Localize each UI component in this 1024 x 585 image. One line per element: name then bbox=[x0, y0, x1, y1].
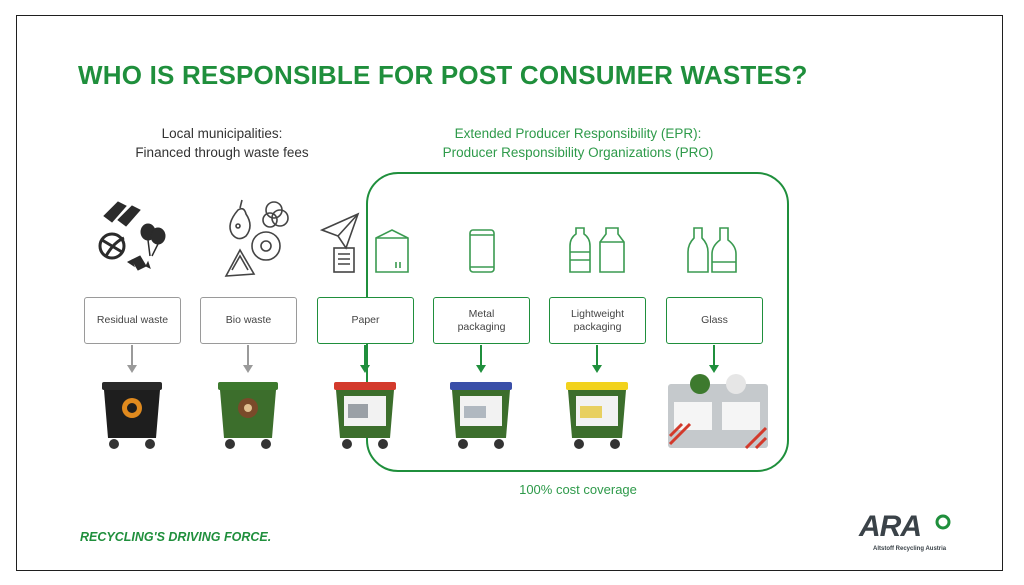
glass-icon bbox=[687, 227, 737, 273]
metal-packaging-icon bbox=[469, 229, 495, 273]
bio-waste-bin bbox=[218, 382, 278, 449]
epr-header: Extended Producer Responsibility (EPR): … bbox=[418, 124, 738, 162]
cost-coverage-note: 100% cost coverage bbox=[519, 482, 637, 497]
lightweight-packaging-icon bbox=[569, 227, 625, 273]
residual-waste-label-text: Residual waste bbox=[96, 314, 169, 326]
residual-waste-arrow bbox=[127, 345, 137, 373]
logo-subtitle: Altstoff Recycling Austria bbox=[873, 546, 947, 552]
paper-label: Paper bbox=[317, 297, 414, 344]
residual-waste-icon bbox=[98, 201, 166, 271]
metal-packaging-label-line-1: Metal bbox=[468, 307, 495, 320]
lightweight-packaging-bin bbox=[566, 382, 628, 449]
epr-header-line-2: Producer Responsibility Organizations (P… bbox=[442, 145, 714, 160]
page-title: WHO IS RESPONSIBLE FOR POST CONSUMER WAS… bbox=[78, 60, 808, 90]
municipal-header-line-2: Financed through waste fees bbox=[135, 145, 309, 160]
carton-icon bbox=[375, 229, 409, 273]
bio-waste-icon bbox=[224, 199, 289, 277]
lightweight-packaging-arrow bbox=[592, 345, 602, 373]
paper-label-text: Paper bbox=[351, 314, 380, 326]
tagline: RECYCLING'S DRIVING FORCE. bbox=[80, 530, 272, 544]
bio-waste-label-text: Bio waste bbox=[225, 314, 272, 326]
lightweight-packaging-label: Lightweight packaging bbox=[549, 297, 646, 344]
slide bbox=[16, 15, 1003, 571]
paper-bin bbox=[334, 382, 396, 449]
logo-wordmark: ARA bbox=[859, 510, 922, 543]
glass-label: Glass bbox=[666, 297, 763, 344]
bio-waste-arrow bbox=[243, 345, 253, 373]
metal-packaging-label-line-2: packaging bbox=[457, 320, 506, 333]
metal-packaging-bin bbox=[450, 382, 512, 449]
paper-arrow bbox=[360, 345, 370, 373]
epr-header-line-1: Extended Producer Responsibility (EPR): bbox=[454, 126, 702, 141]
municipal-header: Local municipalities: Financed through w… bbox=[122, 124, 322, 162]
municipal-header-line-1: Local municipalities: bbox=[161, 126, 283, 141]
bio-waste-label: Bio waste bbox=[200, 297, 297, 344]
metal-packaging-label: Metal packaging bbox=[433, 297, 530, 344]
paper-icon bbox=[319, 212, 360, 273]
residual-waste-bin bbox=[102, 382, 162, 449]
glass-bin bbox=[668, 374, 768, 450]
metal-packaging-arrow bbox=[476, 345, 486, 373]
residual-waste-label: Residual waste bbox=[84, 297, 181, 344]
logo-swirl-icon bbox=[935, 514, 951, 530]
glass-arrow bbox=[709, 345, 719, 373]
lightweight-packaging-label-line-1: Lightweight bbox=[570, 307, 625, 320]
glass-label-text: Glass bbox=[701, 314, 728, 326]
lightweight-packaging-label-line-2: packaging bbox=[573, 320, 622, 333]
